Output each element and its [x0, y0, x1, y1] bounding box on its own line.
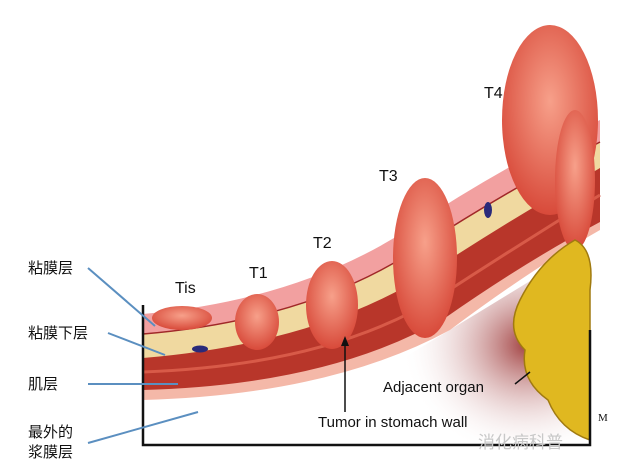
tumor-tis — [152, 306, 212, 330]
blood-vessel — [484, 202, 492, 218]
label-mucosa: 粘膜层 — [28, 259, 74, 277]
label-submucosa: 粘膜下层 — [28, 324, 89, 342]
stage-label-t2: T2 — [313, 235, 332, 252]
arrow-mucosa — [87, 267, 156, 327]
tumor-t1 — [235, 294, 279, 350]
watermark: 消化病科普 — [478, 433, 563, 453]
adjacent-organ — [512, 239, 592, 442]
label-serosa-line1: 最外的 — [28, 423, 74, 441]
tumor-t4 — [502, 25, 598, 250]
arrow-serosa — [87, 411, 199, 444]
submucosa-layer — [143, 140, 600, 358]
label-adjacent-organ: Adjacent organ — [383, 379, 484, 396]
stage-label-t1: T1 — [249, 265, 268, 282]
arrow-submucosa — [107, 332, 166, 356]
blood-vessel — [192, 345, 208, 353]
arrow-organ — [514, 371, 531, 385]
tumor-t3 — [393, 178, 457, 338]
label-tumor: Tumor in stomach wall — [318, 414, 468, 431]
corner-mark: M — [598, 412, 608, 424]
label-serosa-line2: 浆膜层 — [28, 443, 74, 461]
tumor-t2 — [306, 261, 358, 349]
stage-label-t4: T4 — [484, 85, 503, 102]
arrow-tumor-head — [341, 336, 349, 346]
muscle-layer — [143, 165, 600, 390]
stage-label-t3: T3 — [379, 168, 398, 185]
frame — [141, 305, 592, 447]
label-muscle: 肌层 — [28, 375, 59, 393]
stage-label-tis: Tis — [175, 280, 196, 297]
